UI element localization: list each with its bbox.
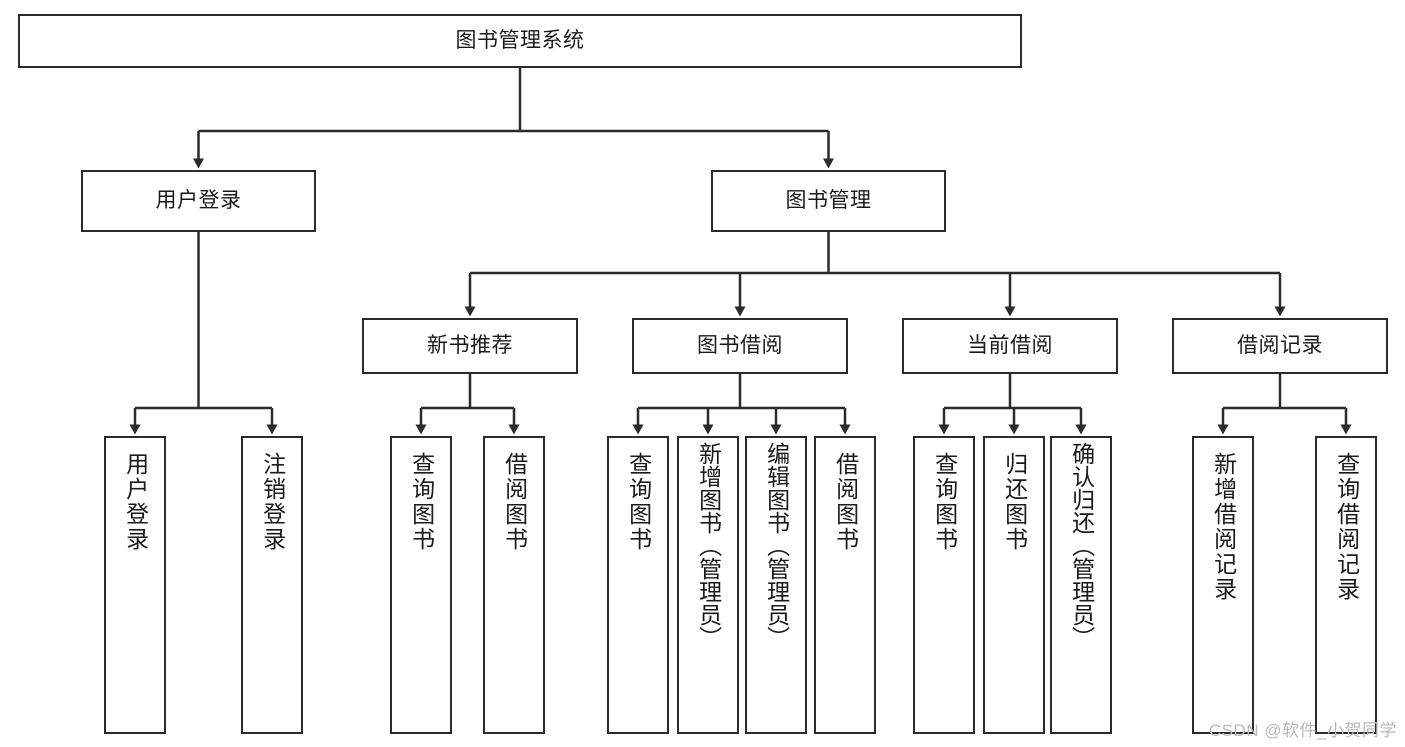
node-leaf-query-book-3[interactable]: 查询图书 [913,436,975,734]
node-leaf-logout[interactable]: 注销登录 [241,436,303,734]
node-book-manage[interactable]: 图书管理 [711,170,946,232]
node-leaf-query-book-1-label: 查询图书 [408,452,435,552]
node-new-book-recommend[interactable]: 新书推荐 [362,318,578,374]
node-leaf-add-book[interactable]: 新增图书（管理员） [677,436,739,734]
node-root[interactable]: 图书管理系统 [18,14,1022,68]
node-book-manage-label: 图书管理 [785,188,872,212]
node-leaf-borrow-book-1[interactable]: 借阅图书 [483,436,545,734]
node-leaf-return-book[interactable]: 归还图书 [983,436,1045,734]
node-leaf-logout-label: 注销登录 [259,452,286,552]
node-leaf-query-record[interactable]: 查询借阅记录 [1315,436,1377,734]
node-borrow-record[interactable]: 借阅记录 [1172,318,1388,374]
node-leaf-query-book-2-label: 查询图书 [625,452,652,552]
node-leaf-add-record-label: 新增借阅记录 [1210,452,1237,602]
node-leaf-query-book-1[interactable]: 查询图书 [390,436,452,734]
node-leaf-confirm-return-label: 确认归还（管理员） [1068,442,1095,649]
node-leaf-return-book-label: 归还图书 [1001,452,1028,552]
node-leaf-borrow-book-2[interactable]: 借阅图书 [814,436,876,734]
node-leaf-borrow-book-2-label: 借阅图书 [832,452,859,552]
node-book-borrow[interactable]: 图书借阅 [632,318,848,374]
node-leaf-user-login[interactable]: 用户登录 [104,436,166,734]
node-book-borrow-label: 图书借阅 [697,333,783,357]
node-borrow-record-label: 借阅记录 [1237,333,1323,357]
node-leaf-user-login-label: 用户登录 [122,452,149,552]
node-leaf-query-book-2[interactable]: 查询图书 [607,436,669,734]
node-user-login-label: 用户登录 [155,188,242,212]
node-leaf-query-book-3-label: 查询图书 [931,452,958,552]
node-root-label: 图书管理系统 [455,28,585,52]
node-user-login[interactable]: 用户登录 [81,170,316,232]
watermark: CSDN @软件_小贺同学 [1208,721,1397,740]
node-leaf-confirm-return[interactable]: 确认归还（管理员） [1050,436,1112,734]
node-leaf-borrow-book-1-label: 借阅图书 [501,452,528,552]
node-leaf-query-record-label: 查询借阅记录 [1333,452,1360,602]
node-leaf-edit-book[interactable]: 编辑图书（管理员） [745,436,807,734]
node-current-borrow-label: 当前借阅 [967,333,1053,357]
node-leaf-add-book-label: 新增图书（管理员） [695,442,722,649]
node-new-book-recommend-label: 新书推荐 [427,333,513,357]
node-current-borrow[interactable]: 当前借阅 [902,318,1118,374]
node-leaf-add-record[interactable]: 新增借阅记录 [1192,436,1254,734]
node-leaf-edit-book-label: 编辑图书（管理员） [763,442,790,649]
